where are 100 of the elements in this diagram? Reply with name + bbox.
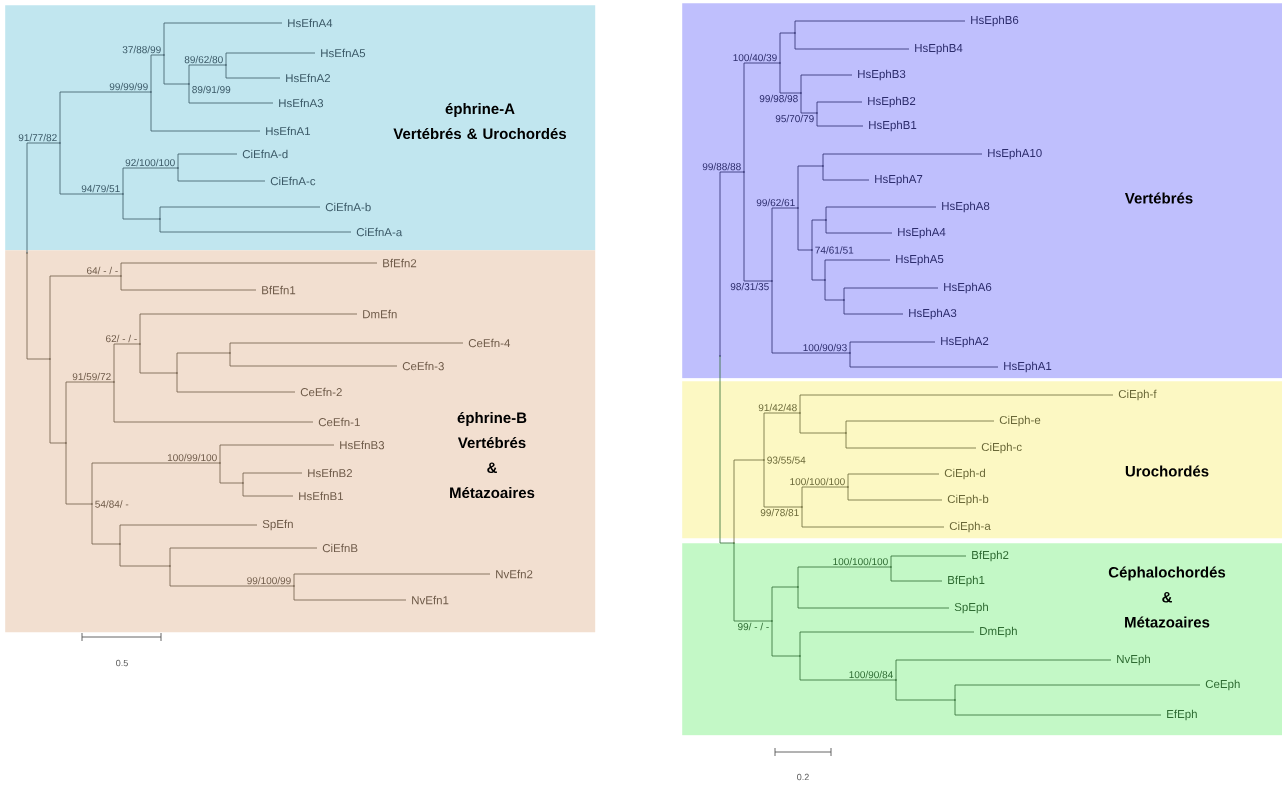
leaf-label: HsEphA6 (944, 282, 992, 294)
branch-line (122, 167, 179, 195)
branch-line (49, 358, 67, 444)
branch-line (733, 459, 765, 544)
branch-line (177, 153, 238, 169)
bootstrap-label: 95/70/79 (774, 114, 815, 123)
branch-line (763, 412, 801, 461)
branch-line (801, 506, 945, 528)
leaf-label: HsEphA7 (875, 174, 923, 186)
branch-line (59, 91, 152, 144)
branch-line (800, 92, 818, 114)
branch-line (26, 142, 61, 254)
clade-band (682, 381, 1282, 539)
clade-band (5, 250, 596, 633)
branch-line (113, 381, 314, 423)
bootstrap-label: 93/55/54 (766, 455, 807, 465)
branch-line (59, 142, 124, 195)
branch-line (65, 381, 115, 444)
branch-line (743, 62, 781, 173)
branch-line (242, 472, 303, 484)
leaf-label: HsEfnA2 (286, 73, 330, 83)
bootstrap-label: 99/ - / - (736, 622, 770, 631)
bootstrap-label: 37/88/99 (121, 45, 162, 54)
branch-line (800, 74, 853, 94)
bootstrap-label: 89/91/99 (191, 85, 232, 94)
branch-line (176, 372, 296, 393)
branch-line (719, 171, 745, 357)
branch-line (163, 22, 283, 56)
branch-line (219, 462, 244, 484)
clade-label: éphrine-A Vertébrés & Urochordés (393, 102, 567, 140)
bootstrap-label: 89/62/80 (183, 55, 224, 64)
branch-line (120, 275, 257, 291)
leaf-label: CiEph-a (949, 521, 991, 533)
branch-line (890, 566, 943, 582)
branch-line (816, 112, 864, 127)
leaf-label: HsEphA10 (988, 148, 1042, 160)
leaf-label: HsEfnB1 (299, 491, 343, 501)
bootstrap-label: 100/90/93 (802, 343, 848, 352)
leaf-label: CiEph-d (944, 468, 985, 480)
leaf-label: CiEfnA-b (325, 202, 371, 212)
leaf-label: HsEphB6 (971, 15, 1019, 27)
leaf-label: CiEfnA-d (242, 149, 288, 159)
bootstrap-label: 74/61/51 (814, 245, 855, 255)
leaf-label: CiEph-c (981, 442, 1022, 454)
branch-line (801, 486, 849, 508)
branch-line (177, 167, 266, 182)
branch-line (799, 655, 897, 681)
branch-line (843, 299, 904, 315)
branch-line (113, 343, 141, 383)
leaf-label: HsEphA5 (896, 254, 944, 266)
bootstrap-label: 92/100/100 (124, 158, 176, 167)
branch-line (150, 91, 261, 132)
branch-line (229, 352, 398, 367)
leaf-label: CeEfn-4 (468, 338, 511, 348)
leaf-label: HsEfnA4 (288, 18, 333, 28)
leaf-label: BfEfn2 (383, 258, 417, 268)
bootstrap-label: 100/100/100 (789, 477, 846, 486)
branch-line (120, 262, 378, 277)
branch-line (811, 249, 826, 281)
bootstrap-label: 99/62/61 (755, 198, 796, 207)
branch-line (797, 165, 824, 209)
leaf-label: HsEfnA3 (279, 98, 324, 108)
leaf-label: CiEph-e (999, 415, 1041, 427)
branch-line (799, 631, 975, 657)
leaf-label: CeEfn-3 (402, 361, 444, 371)
branch-line (824, 259, 891, 281)
branch-line (811, 219, 827, 251)
leaf-label: EfEph (1167, 709, 1197, 721)
branch-line (176, 352, 231, 374)
bootstrap-label: 91/77/82 (17, 133, 58, 142)
branch-line (225, 52, 316, 66)
branch-line (150, 54, 165, 93)
branch-line (825, 206, 937, 221)
leaf-label: CeEfn-2 (300, 387, 342, 397)
branch-line (49, 275, 122, 360)
leaf-label: CiEph-b (947, 494, 989, 506)
branch-line (293, 585, 407, 601)
branch-line (163, 54, 190, 85)
leaf-label: HsEfnB2 (308, 468, 352, 478)
leaf-label: DmEph (980, 626, 1017, 638)
branch-line (91, 462, 221, 505)
branch-line (849, 352, 999, 368)
leaf-label: CiEfnA-c (270, 176, 316, 186)
branch-line (119, 543, 171, 567)
bootstrap-label: 54/84/ - (94, 499, 130, 509)
branch-line (849, 341, 936, 354)
branch-line (824, 279, 845, 301)
leaf-label: CeEfn-1 (318, 417, 360, 427)
bootstrap-label: 99/99/99 (108, 82, 149, 91)
branch-line (895, 679, 956, 701)
branch-line (293, 573, 491, 587)
branch-line (139, 343, 178, 374)
leaf-label: HsEphA4 (898, 227, 946, 239)
branch-line (779, 32, 796, 64)
branch-line (188, 83, 274, 104)
branch-line (771, 280, 851, 354)
branch-line (794, 20, 966, 34)
branch-line (26, 252, 51, 360)
branch-line (719, 355, 735, 544)
leaf-label: CiEfnB (322, 543, 358, 553)
